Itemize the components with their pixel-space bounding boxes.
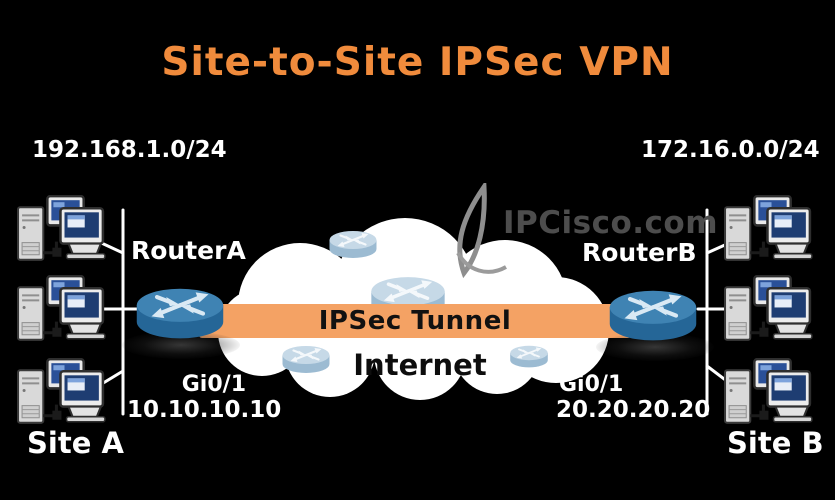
internet-label: Internet — [353, 348, 487, 382]
router-b-interface-label: Gi0/1 — [559, 372, 624, 397]
router-b-label: RouterB — [582, 238, 697, 267]
leaf-watermark-icon — [456, 183, 507, 279]
ipsec-tunnel-band: IPSec Tunnel — [199, 304, 631, 338]
cloud-router-icon — [328, 229, 378, 261]
site-a-subnet-label: 192.168.1.0/24 — [32, 137, 227, 163]
ipsec-tunnel-label: IPSec Tunnel — [318, 306, 512, 336]
router-a-interface-label: Gi0/1 — [181, 372, 246, 397]
router-a-icon — [134, 285, 226, 344]
router-b-ip-label: 20.20.20.20 — [556, 397, 711, 423]
watermark-text: IPCisco.com — [503, 205, 719, 241]
site-b-label: Site B — [727, 426, 824, 460]
cloud-router-icon — [281, 344, 331, 376]
site-a-label: Site A — [27, 426, 124, 460]
router-b-icon — [607, 287, 699, 346]
router-a-label: RouterA — [131, 236, 246, 265]
site-b-subnet-label: 172.16.0.0/24 — [641, 137, 820, 163]
page-title: Site-to-Site IPSec VPN — [161, 40, 674, 85]
router-a-ip-label: 10.10.10.10 — [127, 397, 282, 423]
cloud-router-icon — [509, 344, 549, 370]
